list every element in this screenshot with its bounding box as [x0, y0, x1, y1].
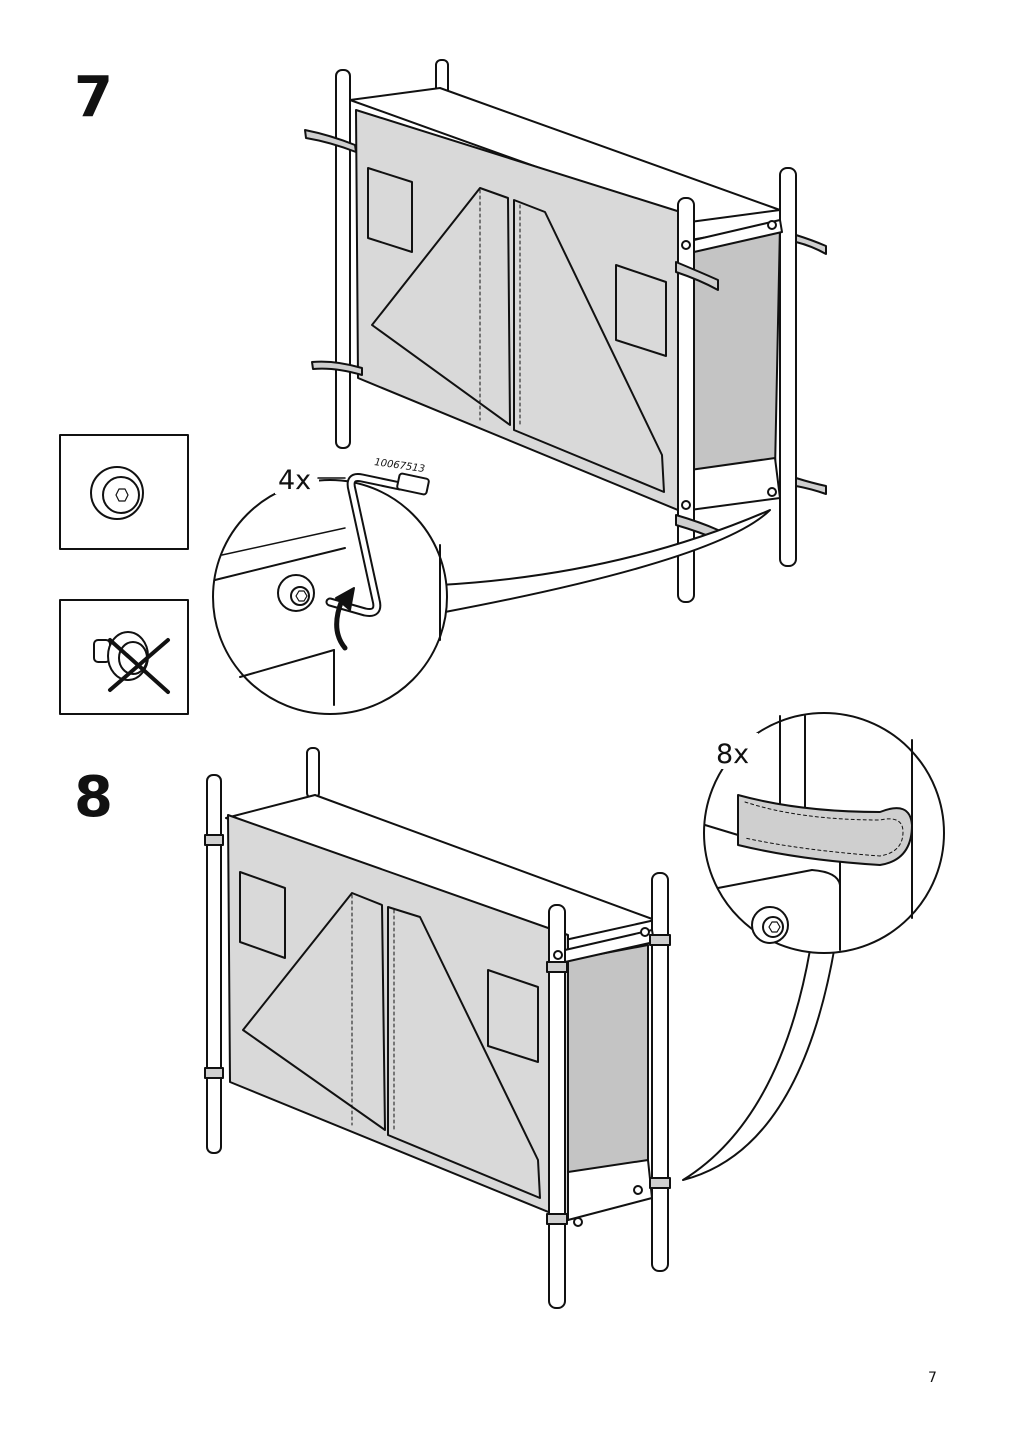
leather-strap-icon: [737, 794, 913, 866]
front-left-post: [548, 904, 566, 1309]
screw-icon: [681, 500, 691, 510]
back-right-post: [306, 747, 320, 799]
strap-band: [649, 1177, 671, 1189]
strap: [311, 360, 363, 376]
callout-pointer: [439, 509, 771, 613]
rotate-arrow-icon: [334, 597, 348, 651]
strap: [675, 261, 719, 291]
page-number: 7: [928, 1370, 937, 1386]
step-7-number: 7: [74, 65, 113, 130]
screw-icon: [767, 487, 777, 497]
flush-screw-icon: [115, 488, 129, 502]
part-number-label: 10067513: [374, 457, 426, 475]
strap-band: [204, 1067, 224, 1079]
left-door-flap: [371, 187, 511, 426]
screw-icon: [553, 950, 563, 960]
front-right-post: [651, 872, 669, 1272]
strap-band: [204, 834, 224, 846]
strap: [795, 234, 827, 255]
right-pocket: [615, 264, 667, 357]
step-7-quantity: 4x: [278, 465, 311, 496]
screw-icon: [640, 927, 650, 937]
strap: [304, 129, 357, 153]
screw-icon: [681, 240, 691, 250]
strap-band: [546, 961, 568, 973]
callout-pointer: [682, 944, 836, 1181]
left-door-flap: [242, 892, 386, 1131]
front-right-post: [779, 167, 797, 567]
right-pocket: [487, 969, 539, 1063]
left-pocket: [367, 167, 413, 253]
strap-band: [649, 934, 671, 946]
screw-icon: [768, 921, 781, 933]
left-pocket: [239, 871, 286, 959]
side-panel: [567, 944, 649, 1191]
step-8-illustration: 8x: [204, 712, 945, 1309]
right-door-flap: [387, 906, 541, 1199]
step-8-quantity: 8x: [716, 739, 749, 770]
strap-band: [546, 1213, 568, 1225]
allen-key-icon: [327, 475, 403, 615]
side-panel: [689, 224, 781, 471]
step-8-number: 8: [74, 765, 113, 830]
strap: [795, 477, 827, 495]
screw-icon: [633, 1185, 643, 1195]
back-left-post: [335, 69, 351, 449]
front-left-post: [677, 197, 695, 603]
screw-icon: [573, 1217, 583, 1227]
back-left-post: [206, 774, 222, 1154]
step-7-illustration: 4x 10067513: [59, 59, 827, 715]
right-door-flap: [513, 199, 665, 493]
zoom-detail-circle: [212, 479, 448, 715]
allen-key-handle: [396, 472, 430, 496]
screw-icon: [767, 220, 777, 230]
